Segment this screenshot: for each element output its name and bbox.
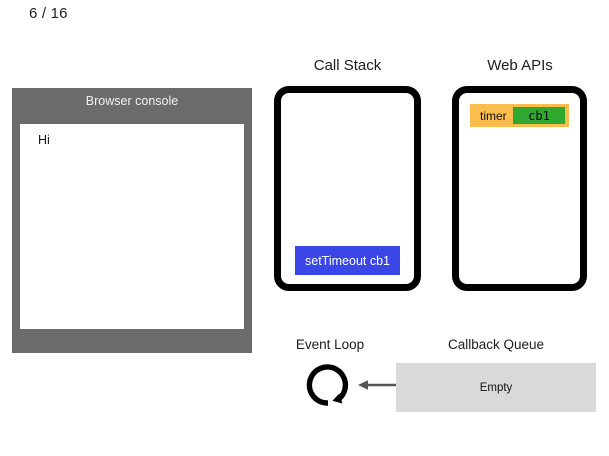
call-stack-panel: setTimeout cb1 bbox=[274, 86, 421, 291]
browser-console-output: Hi bbox=[20, 124, 244, 329]
web-api-callback-badge: cb1 bbox=[513, 107, 565, 124]
browser-console-panel: Browser console Hi bbox=[12, 88, 252, 353]
call-stack-heading: Call Stack bbox=[313, 57, 382, 74]
web-api-timer-label: timer bbox=[480, 108, 507, 123]
circular-arrow-icon bbox=[305, 362, 351, 408]
slide-counter: 6 / 16 bbox=[29, 5, 68, 22]
web-apis-panel: timer cb1 bbox=[452, 86, 587, 291]
browser-console-title: Browser console bbox=[85, 94, 179, 108]
left-arrow-icon bbox=[358, 378, 396, 392]
call-stack-frame: setTimeout cb1 bbox=[295, 246, 400, 275]
console-log-line: Hi bbox=[38, 133, 50, 147]
web-api-timer-row: timer cb1 bbox=[470, 104, 569, 127]
callback-queue-box: Empty bbox=[396, 363, 596, 412]
callback-queue-status: Empty bbox=[479, 381, 513, 394]
callback-queue-heading: Callback Queue bbox=[447, 337, 545, 352]
web-apis-heading: Web APIs bbox=[487, 57, 553, 74]
event-loop-heading: Event Loop bbox=[295, 337, 365, 352]
